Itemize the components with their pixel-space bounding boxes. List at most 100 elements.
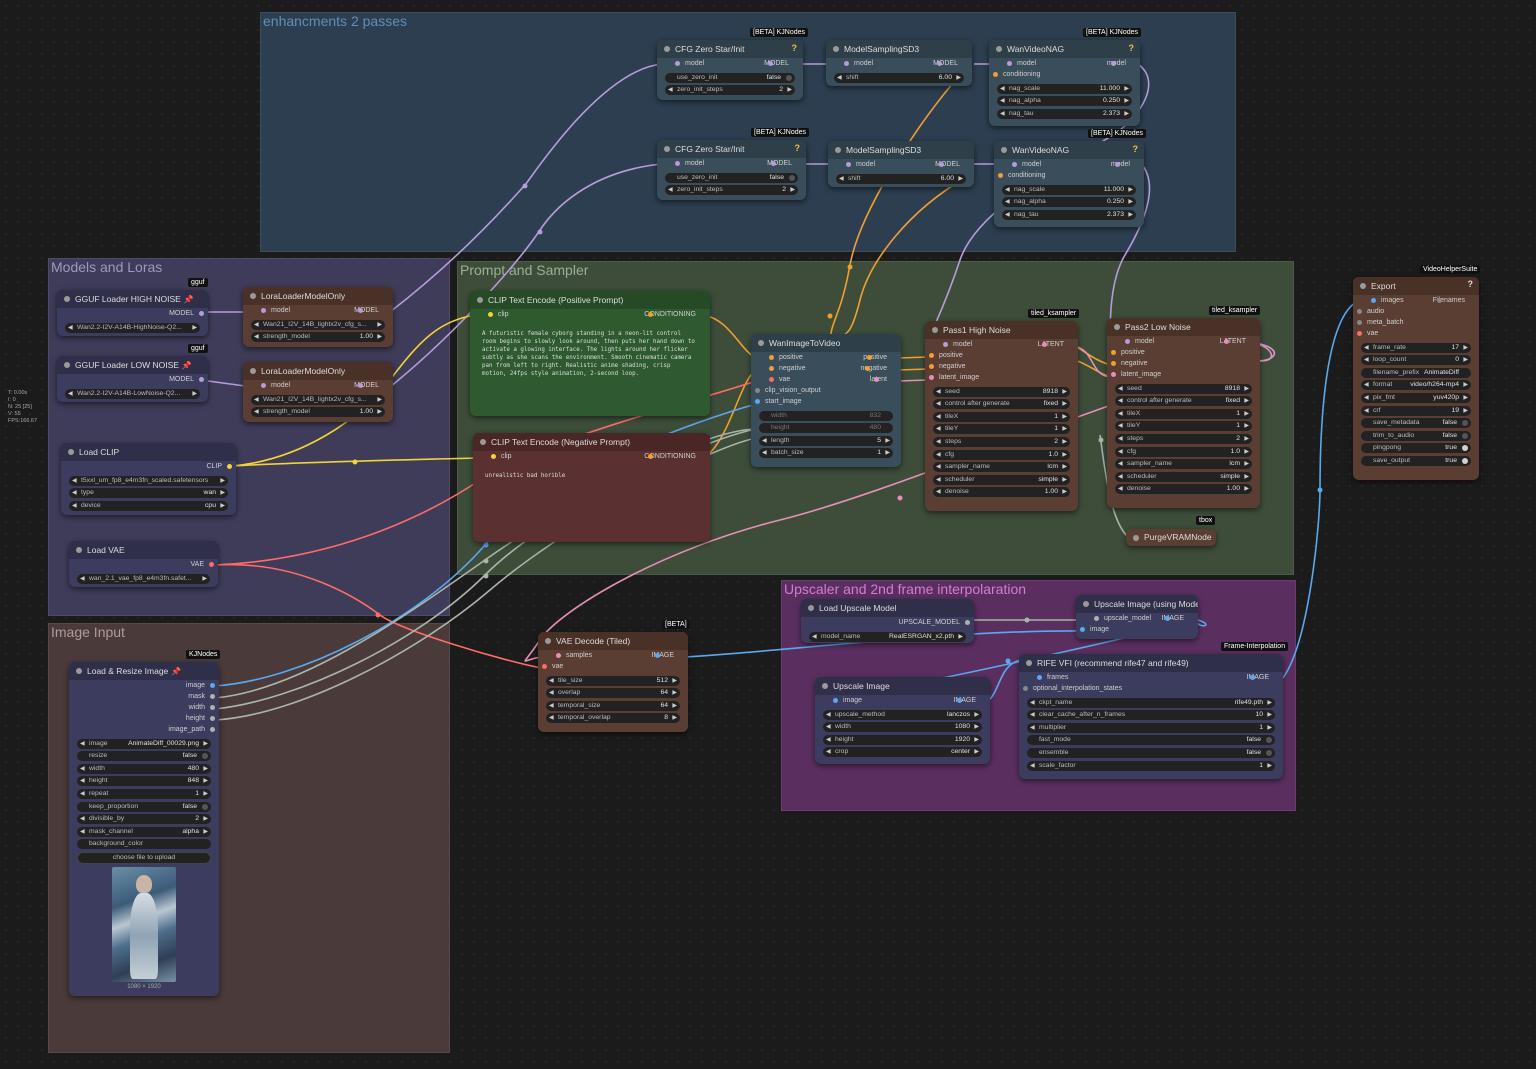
- help-icon[interactable]: ?: [794, 143, 801, 153]
- slot-latent-image[interactable]: latent_image: [1107, 369, 1260, 380]
- input-background-color[interactable]: background_color: [77, 839, 211, 850]
- slot-negative[interactable]: negative: [1107, 358, 1260, 369]
- slot-meta-batch[interactable]: meta_batch: [1353, 317, 1479, 328]
- prompt-textarea[interactable]: A futuristic female cyborg standing in a…: [482, 331, 695, 377]
- help-icon[interactable]: ?: [1128, 43, 1135, 53]
- slot-negative[interactable]: negative: [925, 361, 1078, 372]
- node-load-clip[interactable]: Load CLIP CLIP t5xxl_um_fp8_e4m3fn_scale…: [61, 443, 236, 515]
- slot-audio[interactable]: audio: [1353, 306, 1479, 317]
- slot-model-out[interactable]: MODEL: [57, 374, 208, 385]
- select-vae-name[interactable]: wan_2.1_vae_fp8_e4m3fn.safet...: [77, 573, 210, 584]
- select-lora-name[interactable]: Wan21_I2V_14B_lightx2v_cfg_s...: [251, 319, 385, 330]
- help-icon[interactable]: ?: [1467, 279, 1474, 289]
- slot-vae-out[interactable]: VAE: [69, 559, 218, 570]
- node-rife-vfi[interactable]: RIFE VFI (recommend rife47 and rife49) f…: [1019, 654, 1283, 779]
- slot-upscale-model-out[interactable]: UPSCALE_MODEL: [801, 617, 974, 628]
- help-icon[interactable]: ?: [791, 43, 798, 53]
- slot-optional-interpolation-states[interactable]: optional_interpolation_states: [1019, 683, 1283, 694]
- number-divisible-by[interactable]: divisible_by2: [77, 814, 211, 825]
- node-gguf-loader-low[interactable]: GGUF Loader LOW NOISE📌 MODEL Wan2.2-I2V-…: [57, 356, 208, 402]
- slot-positive[interactable]: positive: [925, 350, 1078, 361]
- node-load-vae[interactable]: Load VAE VAE wan_2.1_vae_fp8_e4m3fn.safe…: [69, 541, 218, 587]
- node-gguf-loader-high[interactable]: GGUF Loader HIGH NOISE📌 MODEL Wan2.2-I2V…: [57, 290, 208, 336]
- help-icon[interactable]: ?: [1132, 144, 1139, 154]
- upload-button[interactable]: choose file to upload: [77, 851, 211, 864]
- slot-vae[interactable]: vae: [538, 661, 688, 672]
- select-unet-name[interactable]: Wan2.2-I2V-A14B-LowNoise-Q2...: [65, 388, 200, 399]
- prompt-textarea[interactable]: unrealistic bad horible: [485, 473, 566, 479]
- slot-image-out[interactable]: image: [69, 680, 219, 691]
- slot-mask-out[interactable]: mask: [69, 691, 219, 702]
- slot-positive[interactable]: positive: [1107, 347, 1260, 358]
- node-purge-vram[interactable]: PurgeVRAMNode: [1126, 529, 1216, 546]
- node-upscale-image-model[interactable]: Upscale Image (using Model) upscale_mode…: [1076, 595, 1198, 639]
- slot-clip-vision-output[interactable]: clip_vision_output: [751, 385, 901, 396]
- select-lora-name[interactable]: Wan21_I2V_14B_lightx2v_cfg_s...: [251, 394, 385, 405]
- node-load-resize-image[interactable]: Load & Resize Image📌 image mask width he…: [69, 662, 219, 996]
- slot-latent-image[interactable]: latent_image: [925, 372, 1078, 383]
